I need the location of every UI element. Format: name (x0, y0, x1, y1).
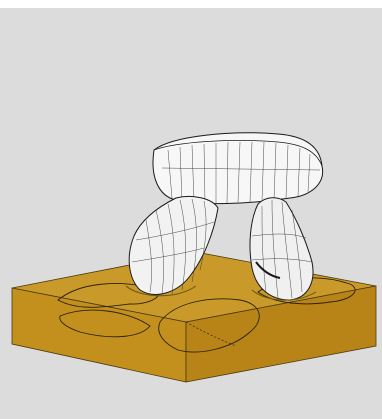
right-support-stone (250, 198, 313, 300)
capstone (153, 133, 323, 204)
ground-block (12, 252, 376, 382)
right-stone-body (250, 198, 313, 300)
